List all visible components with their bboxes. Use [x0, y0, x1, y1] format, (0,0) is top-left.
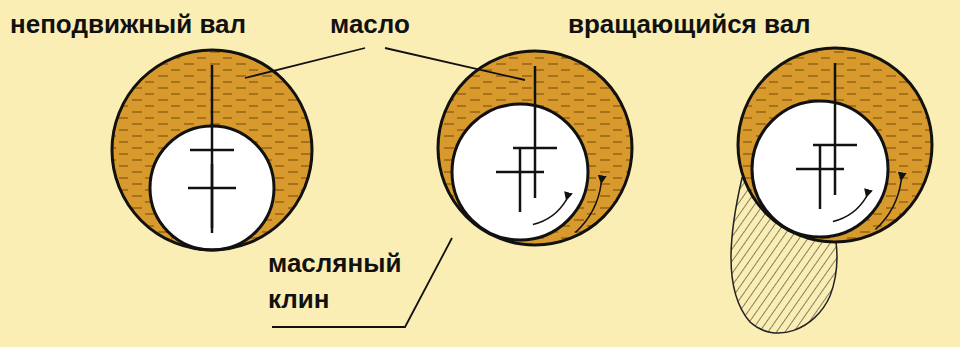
- callout-label: масло: [330, 6, 410, 42]
- flow-arrow: [575, 183, 601, 233]
- oil: [738, 48, 932, 242]
- callout-label: масляный клин: [268, 245, 398, 317]
- flow-arrow: [875, 180, 901, 230]
- figure-heading: неподвижный вал: [10, 6, 246, 42]
- housing: [738, 48, 932, 242]
- center-line: [819, 145, 822, 209]
- center-line: [534, 66, 537, 198]
- center-line: [519, 148, 522, 212]
- housing: [438, 51, 632, 245]
- oil: [438, 51, 632, 245]
- center-line: [211, 164, 214, 228]
- bearing: [112, 50, 312, 250]
- bearing: [438, 51, 632, 245]
- oil: [112, 50, 312, 250]
- bearing: [738, 48, 932, 242]
- shaft: [752, 101, 888, 237]
- center-line: [190, 149, 234, 152]
- figure-heading: вращающийся вал: [568, 6, 811, 42]
- rotation-arrow: [833, 196, 867, 221]
- rotation-arrow: [533, 199, 567, 224]
- leader-line: [245, 48, 365, 78]
- shaft: [452, 104, 588, 240]
- leader-line: [385, 48, 525, 80]
- center-line: [834, 63, 837, 195]
- housing: [112, 50, 312, 250]
